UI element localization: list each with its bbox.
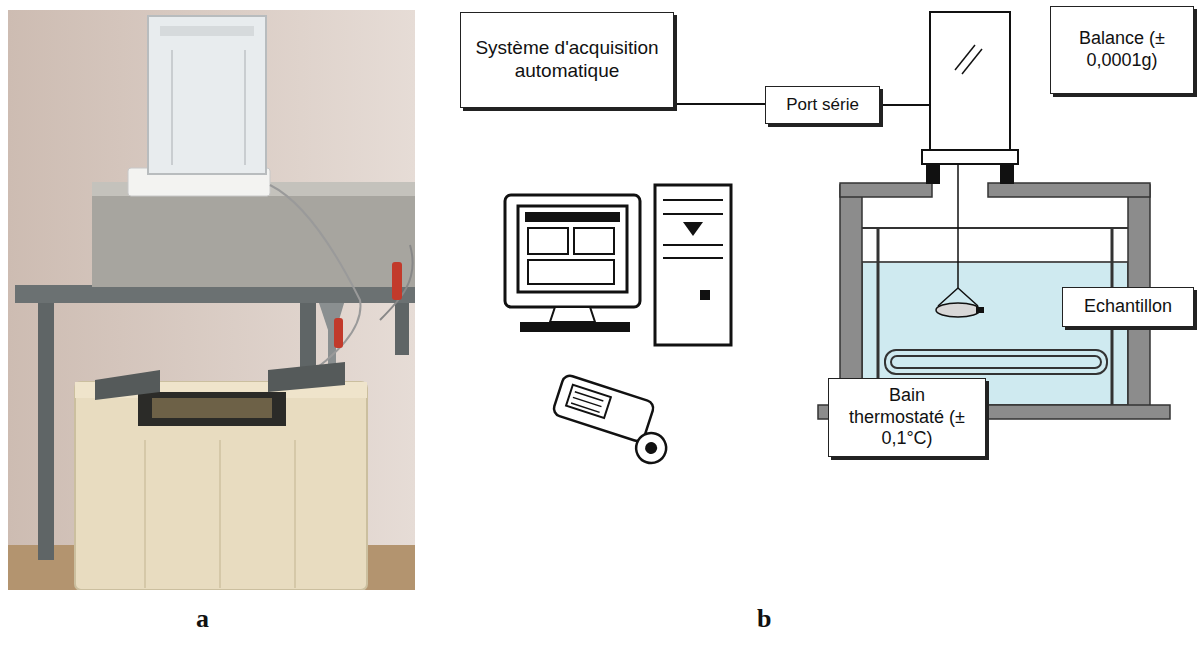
computer-icon	[505, 195, 640, 307]
balance-symbol	[1000, 164, 1014, 184]
table-leg	[395, 295, 409, 355]
thermostatic-bath	[891, 356, 1101, 368]
table-frame	[15, 285, 415, 303]
balance-symbol	[957, 164, 959, 288]
thermometer-device	[644, 440, 659, 455]
computer-icon	[663, 213, 723, 215]
computer-icon	[505, 185, 731, 345]
clamp	[392, 262, 402, 300]
computer-icon	[683, 222, 703, 236]
computer-icon	[518, 206, 627, 292]
thermostatic-bath	[862, 227, 1128, 229]
serial-cable	[880, 104, 930, 106]
tray-inner	[152, 398, 272, 418]
cable	[380, 245, 413, 320]
computer-icon	[525, 212, 620, 222]
lab-photo	[8, 10, 415, 590]
computer-icon	[528, 260, 614, 284]
thermostatic-bath	[840, 185, 862, 407]
balance-label-box: Balance (± 0,0001g)	[1050, 6, 1194, 94]
balance-symbol	[936, 303, 980, 317]
cable	[270, 185, 360, 380]
panel-letter: a	[196, 604, 209, 634]
computer-icon	[663, 199, 723, 201]
node-label: Port série	[786, 95, 859, 115]
computer-icon	[520, 322, 630, 332]
thermostatic-bath	[840, 183, 932, 197]
thermometer-device	[566, 385, 611, 418]
thermostatic-bath	[988, 183, 1150, 197]
node-label: Bain thermostaté (± 0,1°C)	[839, 385, 975, 450]
bath-label-box: Bain thermostaté (± 0,1°C)	[828, 378, 986, 457]
acquisition-box: Système d'acquisition automatique	[460, 12, 674, 108]
port-box: Port série	[765, 86, 880, 124]
glass-edge	[244, 50, 246, 165]
balance-symbol	[930, 12, 1010, 150]
panel-letter: b	[757, 604, 771, 634]
clamp	[334, 318, 343, 348]
computer-icon	[663, 257, 723, 259]
balance-symbol	[976, 307, 984, 313]
balance-symbol	[922, 150, 1018, 164]
computer-icon	[700, 290, 710, 300]
balance-symbol	[955, 45, 975, 70]
computer-icon	[574, 228, 614, 254]
computer-icon	[528, 228, 568, 254]
wall	[8, 10, 415, 590]
balance-symbol	[926, 164, 940, 184]
computer-icon	[663, 244, 723, 246]
bracket	[95, 370, 160, 400]
balance-vent	[160, 26, 254, 36]
thermometer-device	[632, 429, 670, 467]
node-label: Echantillon	[1084, 296, 1172, 318]
bracket	[268, 362, 345, 392]
thermometer-device	[552, 374, 655, 443]
computer-icon	[550, 307, 595, 322]
tray	[138, 392, 286, 426]
sample-label-box: Echantillon	[1062, 287, 1194, 327]
computer-icon	[655, 185, 731, 345]
balance-symbol	[922, 12, 1018, 317]
thermometer-device	[547, 374, 679, 467]
tub-rib	[144, 440, 146, 588]
thermometer-device	[571, 403, 600, 412]
glass-edge	[171, 50, 173, 165]
node-label: Balance (± 0,0001g)	[1061, 28, 1183, 71]
tub-rib	[219, 440, 221, 588]
thermostatic-bath	[885, 350, 1107, 374]
node-label: Système d'acquisition automatique	[471, 37, 663, 83]
tub-rib	[294, 440, 296, 588]
table-leg	[38, 295, 54, 560]
serial-link	[674, 103, 765, 105]
concrete-slab	[92, 182, 415, 287]
plastic-tub	[75, 382, 367, 590]
balance-symbol	[962, 49, 982, 74]
balance-glass	[148, 16, 266, 174]
